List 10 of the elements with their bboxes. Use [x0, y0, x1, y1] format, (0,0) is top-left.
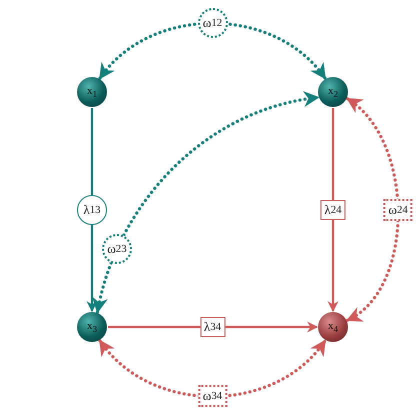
sphere-node: x$_{1}$ — [77, 77, 107, 107]
arrow — [98, 339, 327, 398]
arrow — [328, 108, 338, 312]
arrow — [108, 322, 318, 332]
sphere-node: x$_{2}$ — [318, 77, 348, 107]
arrow — [346, 97, 400, 322]
sphere-node: x$_{4}$ — [318, 312, 348, 342]
sphere-node: x$_{3}$ — [77, 312, 107, 342]
arrow — [98, 22, 327, 80]
arrow — [92, 92, 320, 314]
